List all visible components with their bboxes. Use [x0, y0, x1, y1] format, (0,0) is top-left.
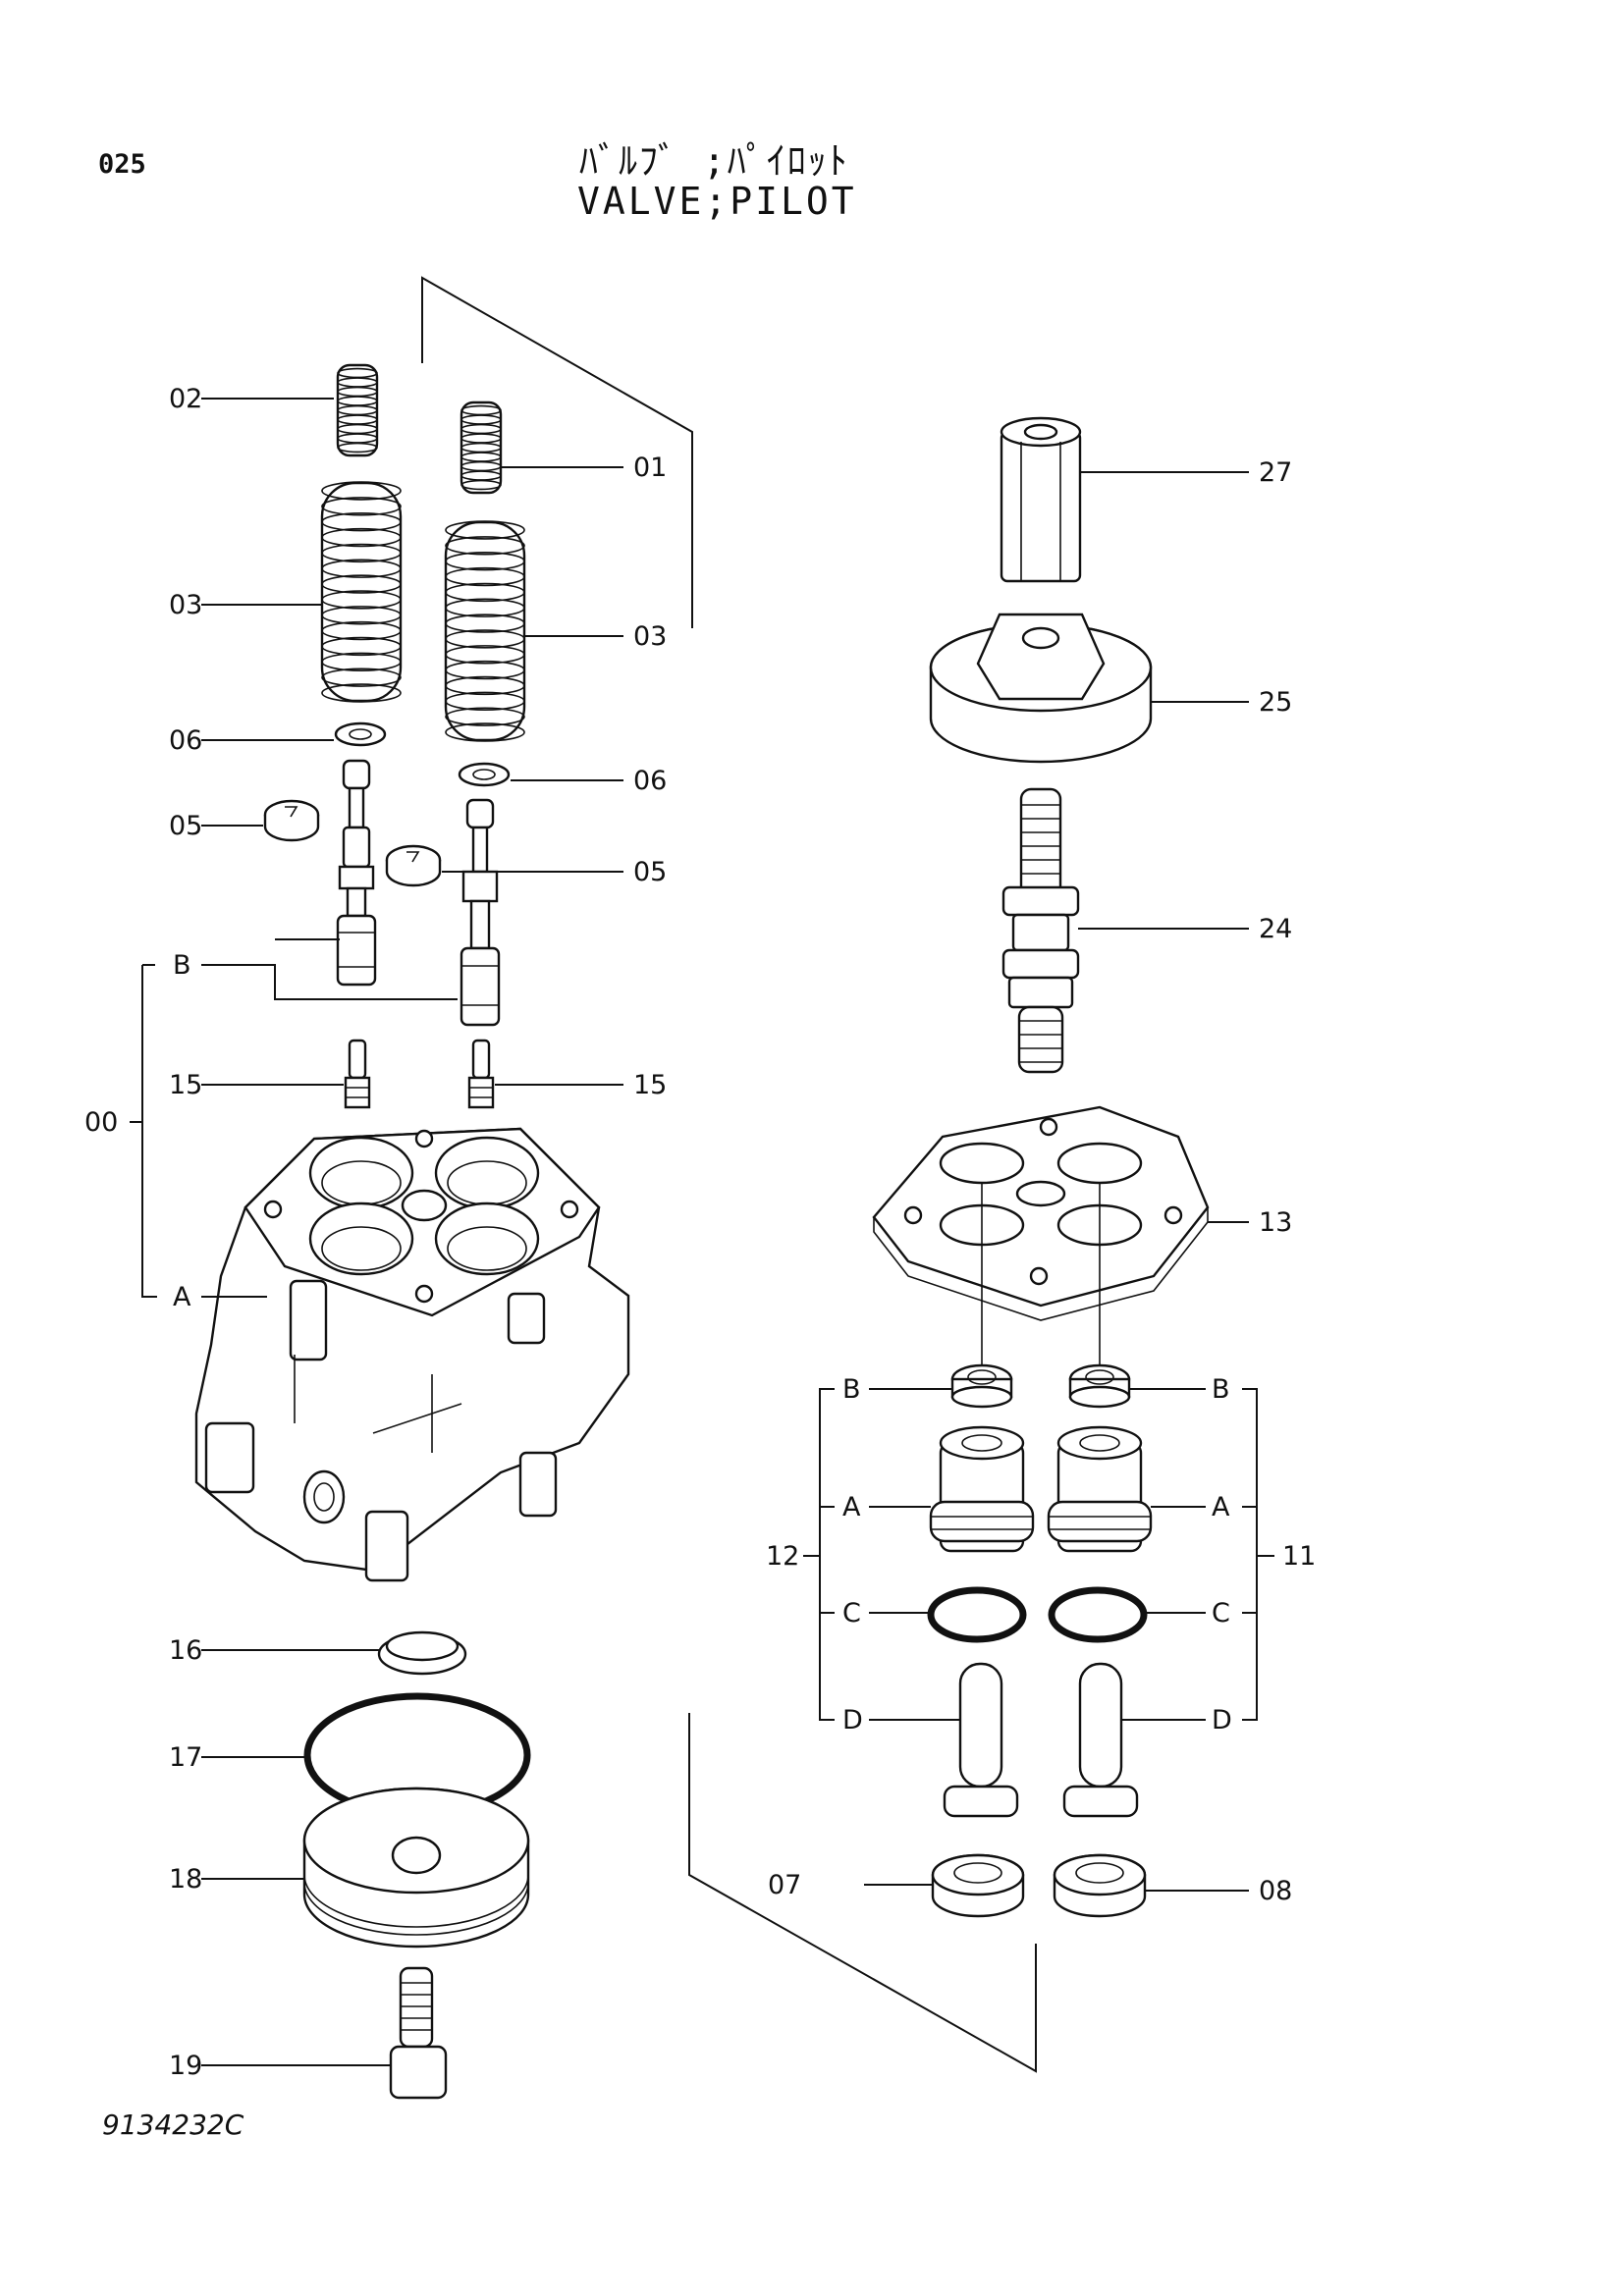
valve-body [194, 1127, 630, 1582]
callout-18: 18 [169, 1864, 202, 1895]
leader-lines [130, 398, 1274, 2066]
disc-25 [929, 613, 1153, 764]
callout-11-c: C [1212, 1598, 1230, 1629]
callout-06-right: 06 [633, 766, 667, 796]
plate-13 [872, 1105, 1210, 1374]
spring-03-right [444, 520, 526, 742]
seat-11b [1068, 1363, 1131, 1409]
seat-12b [950, 1363, 1013, 1409]
retainer-05-left [263, 799, 320, 842]
coupling-27 [1000, 416, 1082, 583]
callout-24: 24 [1259, 914, 1292, 944]
callout-12-c: C [842, 1598, 861, 1629]
nut-08 [1053, 1853, 1147, 1918]
callout-03-right: 03 [633, 621, 667, 652]
plunger-12d [943, 1662, 1019, 1818]
washer-06-left [334, 721, 387, 747]
callout-11-a: A [1212, 1492, 1230, 1522]
callout-11-b: B [1212, 1374, 1230, 1405]
callout-07: 07 [768, 1870, 801, 1900]
callout-25: 25 [1259, 687, 1292, 718]
callout-15-left: 15 [169, 1070, 202, 1100]
plunger-housing-12a [929, 1425, 1035, 1553]
pilot-spool-right [460, 798, 501, 1027]
washer-06-right [458, 762, 511, 787]
callout-16: 16 [169, 1635, 202, 1666]
pin-15-right [467, 1039, 495, 1109]
joint-24 [1001, 787, 1080, 1074]
pin-15-left [344, 1039, 371, 1109]
callout-12-d: D [842, 1705, 863, 1735]
plunger-housing-11a [1047, 1425, 1153, 1553]
callout-15-right: 15 [633, 1070, 667, 1100]
callout-11-d: D [1212, 1705, 1232, 1735]
page-title-japanese: ﾊﾞﾙﾌﾞ ;ﾊﾟｲﾛｯﾄ [579, 139, 849, 183]
callout-b-left: B [173, 950, 191, 981]
plunger-11d [1062, 1662, 1139, 1818]
assembly-bracket-left [421, 276, 693, 628]
o-ring-11c [1048, 1586, 1148, 1643]
callout-labels: 02 01 03 03 06 06 05 05 B 00 A 15 15 16 … [84, 384, 1316, 2081]
bolt-19 [389, 1966, 448, 2100]
callout-08: 08 [1259, 1876, 1292, 1906]
callout-06-left: 06 [169, 725, 202, 756]
spring-01 [460, 400, 503, 495]
spring-02 [336, 363, 379, 457]
callout-05-right: 05 [633, 857, 667, 887]
callout-01: 01 [633, 453, 667, 483]
callout-00: 00 [84, 1107, 118, 1138]
callout-13: 13 [1259, 1207, 1292, 1238]
callout-03-left: 03 [169, 590, 202, 620]
page-title: VALVE;PILOT [577, 180, 857, 223]
page-number: 025 [98, 149, 146, 180]
callout-27: 27 [1259, 457, 1292, 488]
callout-a-left: A [173, 1282, 191, 1312]
callout-12: 12 [766, 1541, 799, 1572]
callout-02: 02 [169, 384, 202, 414]
retainer-05-right [385, 844, 442, 887]
callout-12-b: B [842, 1374, 861, 1405]
callout-05-left: 05 [169, 811, 202, 841]
assembly-bracket-right [688, 1713, 1037, 2073]
pilot-spool-left [336, 759, 377, 987]
plate-18 [302, 1787, 530, 1949]
callout-12-a: A [842, 1492, 861, 1522]
callout-19: 19 [169, 2051, 202, 2081]
nut-07 [931, 1853, 1025, 1918]
seal-16 [377, 1630, 467, 1676]
spring-03-left [320, 481, 403, 703]
drawing-number: 9134232C [102, 2109, 244, 2141]
callout-11: 11 [1282, 1541, 1316, 1572]
callout-17: 17 [169, 1742, 202, 1773]
o-ring-12c [927, 1586, 1027, 1643]
